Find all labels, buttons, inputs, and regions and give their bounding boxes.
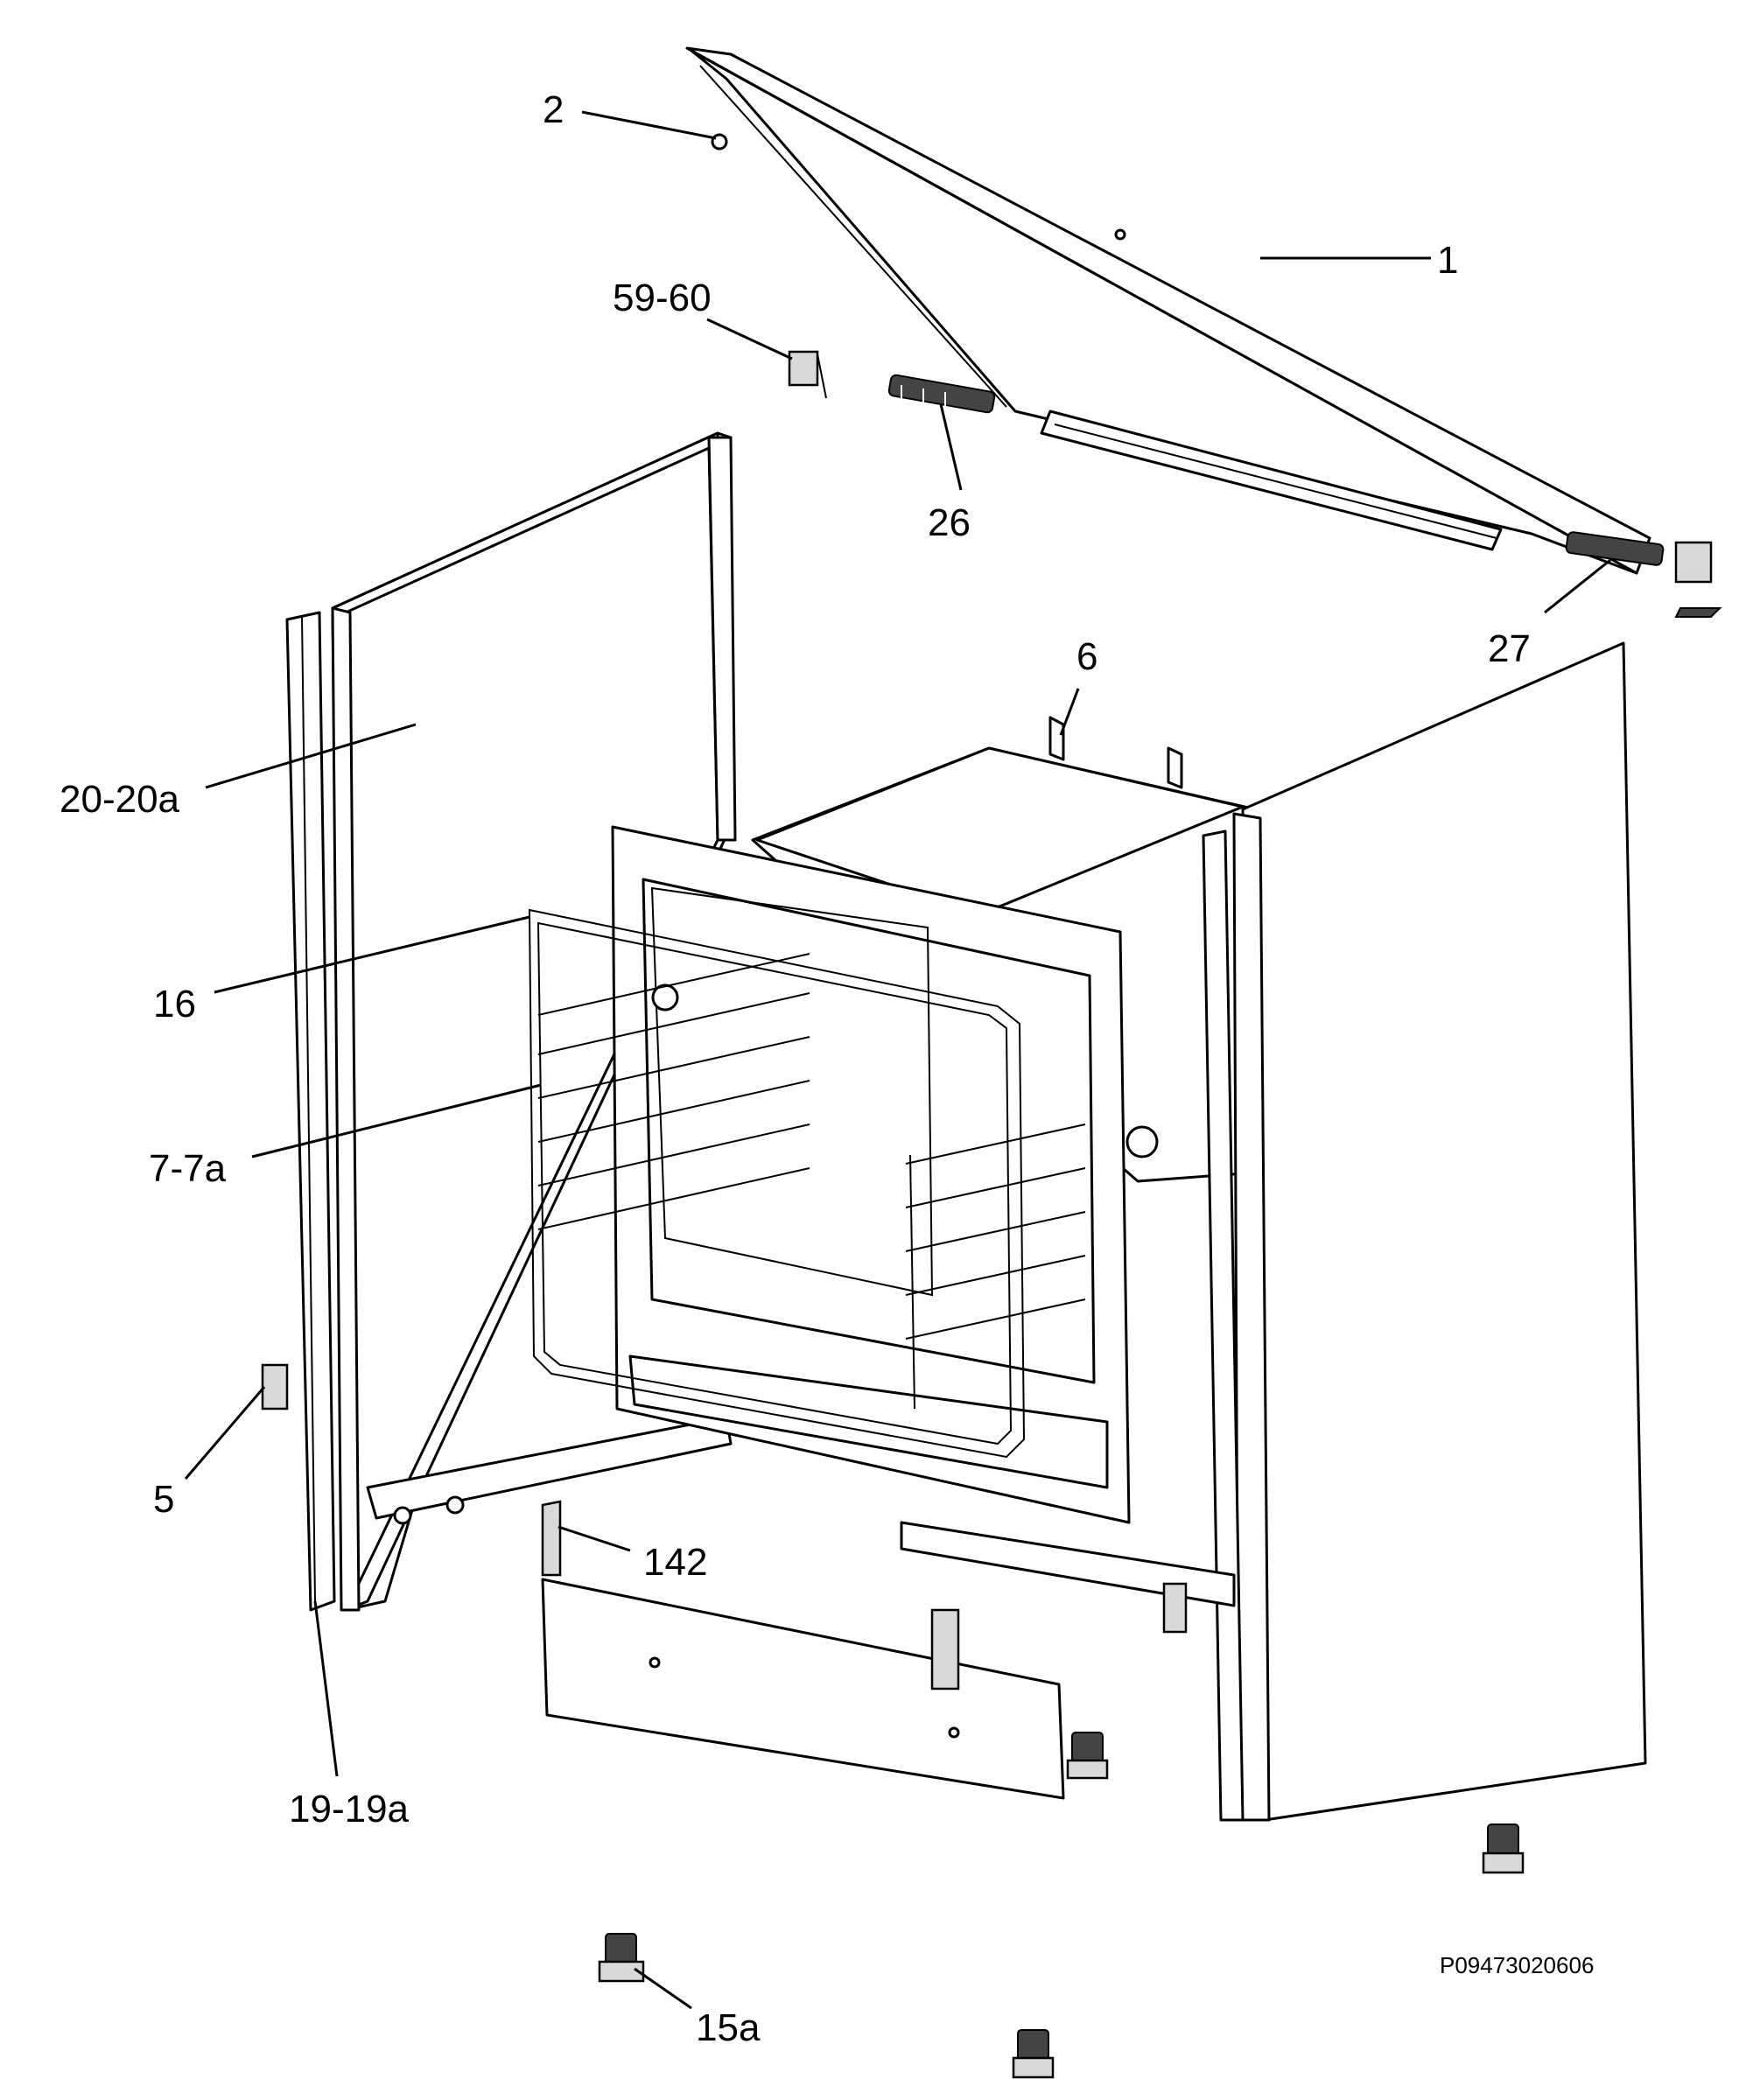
label-part-27: 27	[1488, 627, 1531, 670]
leader-7-7a	[251, 1083, 542, 1158]
door-seal-part	[528, 908, 1026, 1459]
shelf-runner-part	[537, 953, 1086, 1410]
label-part-59-60: 59-60	[613, 276, 712, 319]
foot-part	[598, 1732, 1525, 2079]
leader-20-20a	[205, 723, 417, 789]
leader-59-60	[706, 318, 793, 360]
label-part-6: 6	[1076, 635, 1097, 678]
small-bracket-part	[261, 1363, 289, 1410]
diagram-code: P09473020606	[1440, 1952, 1594, 1978]
label-part-7-7a: 7-7a	[149, 1147, 227, 1190]
oven-cavity-part	[611, 746, 1258, 1524]
leader-6	[1059, 688, 1080, 736]
bottom-plinth-part	[541, 1500, 1236, 1800]
top-lid-part	[685, 46, 1651, 575]
label-part-26: 26	[928, 501, 971, 544]
hinge-right-part	[1565, 531, 1722, 618]
label-part-1: 1	[1437, 239, 1458, 282]
front-left-rail-part	[285, 611, 336, 1612]
clip-part	[788, 350, 827, 399]
label-part-142: 142	[643, 1541, 707, 1584]
leader-2	[581, 110, 717, 140]
leader-15a	[634, 1967, 692, 2010]
leader-16	[214, 915, 530, 994]
leader-26	[939, 403, 963, 491]
top-bracket-part	[1048, 716, 1183, 789]
label-part-15a: 15a	[696, 2006, 761, 2049]
label-part-5: 5	[153, 1478, 174, 1521]
hinge-left-part	[887, 374, 996, 414]
leader-5	[184, 1386, 266, 1480]
label-part-20-20a: 20-20a	[60, 778, 180, 821]
right-side-panel-part	[1202, 641, 1647, 1822]
leader-19-19a	[313, 1600, 339, 1777]
left-side-panel-part	[331, 431, 737, 1612]
leader-142	[557, 1525, 631, 1552]
leader-27	[1544, 558, 1611, 614]
leader-lines	[184, 110, 1611, 2010]
label-part-2: 2	[543, 88, 564, 131]
label-part-16: 16	[153, 983, 196, 1026]
label-part-19-19a: 19-19a	[289, 1788, 410, 1830]
